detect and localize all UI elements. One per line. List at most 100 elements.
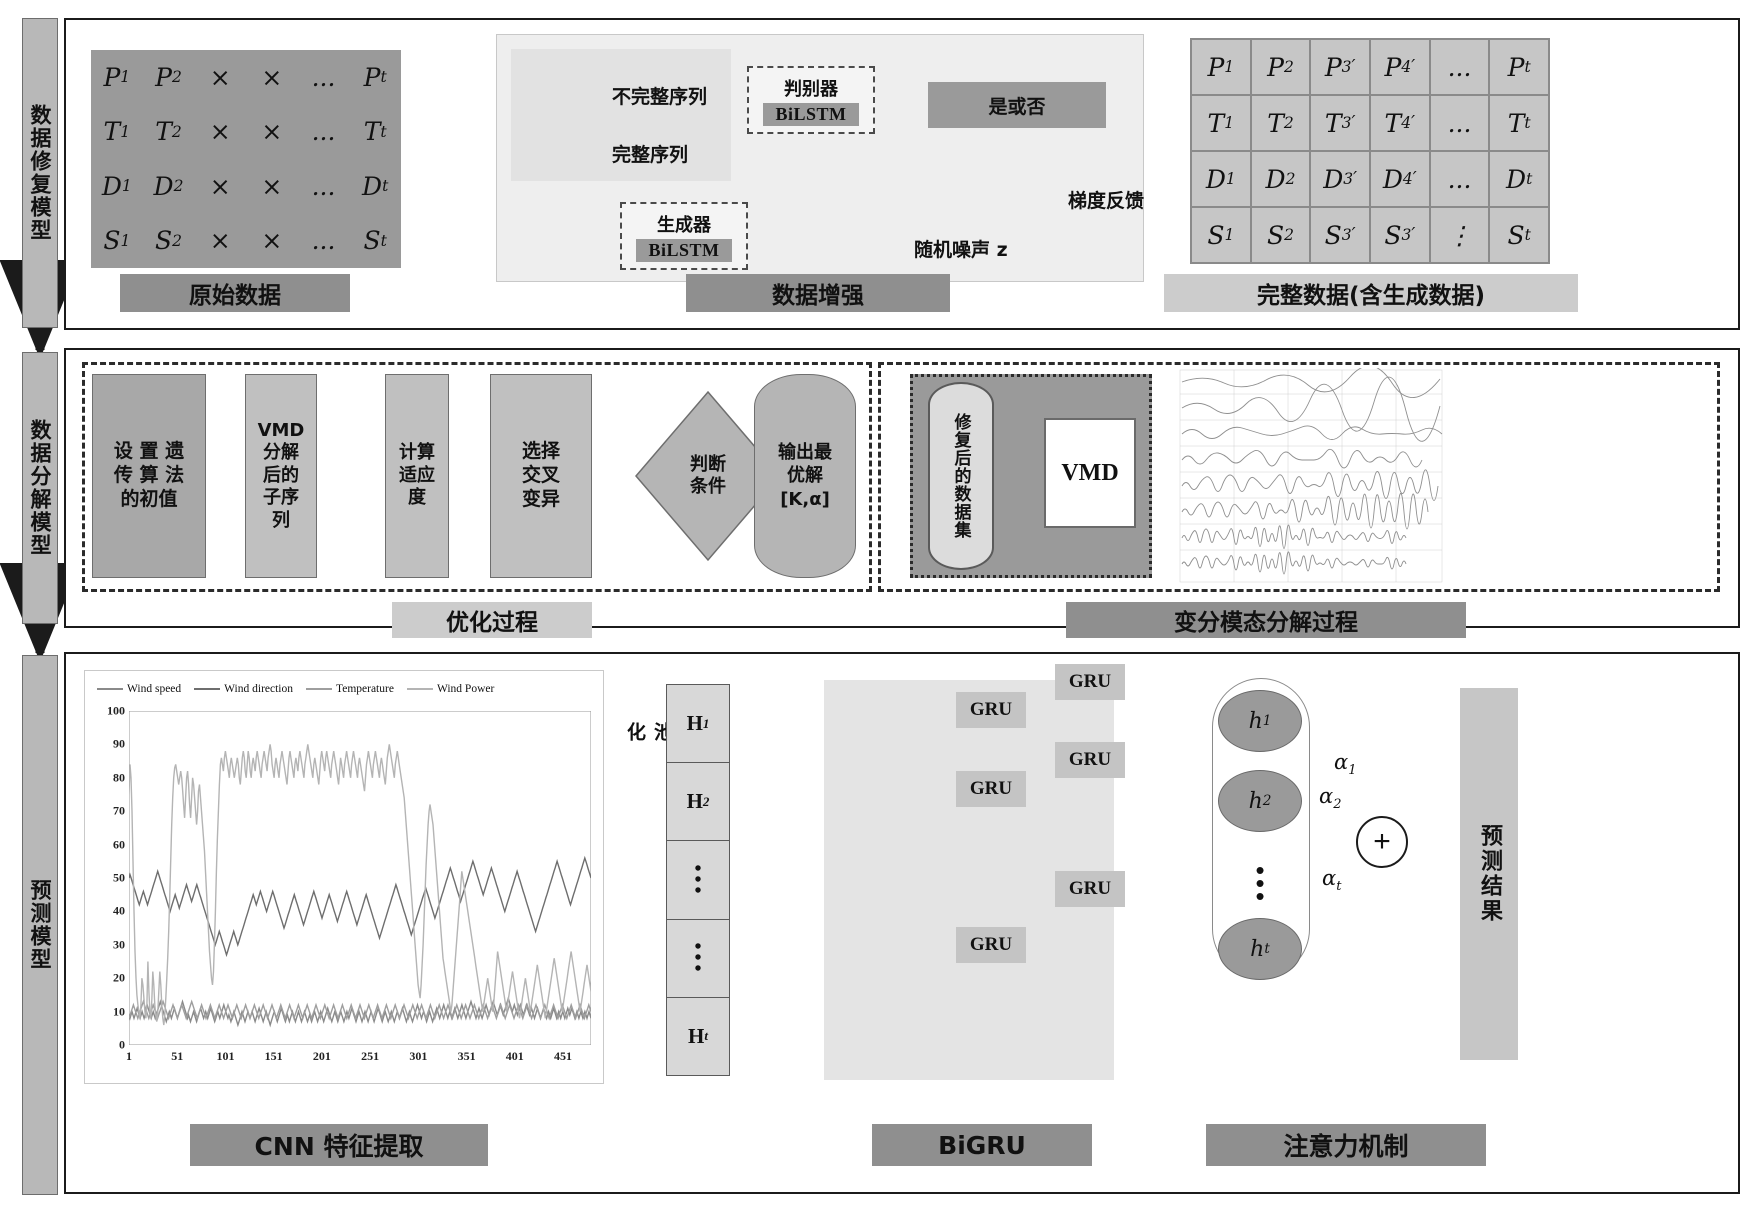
legend-swatch [306,687,332,691]
chart-ytick: 60 [113,837,125,852]
rail-data-repair: 数据修复模型 [22,18,58,328]
generator-block[interactable]: 生成器 BiLSTM [620,202,748,270]
flow-box-ga-init[interactable]: 设 置 遗 传 算 法 的初值 [92,374,206,578]
chart-xtick: 201 [312,1049,331,1063]
matrix-cell: × [209,62,231,92]
chart-plot-area [129,711,591,1045]
legend-item: Wind Power [406,683,494,695]
flow-box-fitness-text: 计算 适应 度 [399,442,435,509]
chart-series-line [129,744,591,1026]
matrix-cell: ... [311,117,336,147]
flow-box-vmd-subseq[interactable]: VMD 分解 后的 子序 列 [245,374,317,578]
chart-xtick: 401 [505,1049,524,1063]
generator-model: BiLSTM [636,238,732,262]
gru-cell-bt-label: GRU [1068,878,1112,899]
chart-svg [129,711,591,1045]
caption-data-augmentation-text: 数据增强 [772,283,864,309]
caption-cnn-text: CNN 特征提取 [254,1132,424,1161]
optimal-solution-block[interactable]: 输出最 优解 [K,α] [754,374,856,578]
gru-cell-f1[interactable]: GRU [956,692,1026,728]
chart-xtick: 451 [554,1049,573,1063]
chart-xtick: 101 [216,1049,235,1063]
vmd-box[interactable]: VMD [1044,418,1136,528]
section-data-decomposition: 设 置 遗 传 算 法 的初值 VMD 分解 后的 子序 列 计算 适应 度 选… [64,348,1740,638]
chart-ytick: 80 [113,770,125,785]
attention-weight-alphat: αt [1322,866,1342,895]
sequence-input-zone [511,49,731,181]
caption-bigru-text: BiGRU [938,1130,1026,1160]
attention-sum-node: + [1356,816,1408,868]
optimal-solution-text: 输出最 优解 [K,α] [778,441,832,510]
matrix-cell: ... [1429,39,1490,95]
chart-ytick: 0 [119,1037,125,1052]
gru-cell-b1[interactable]: GRU [1055,664,1125,700]
decision-condition-diamond[interactable]: 判断 条件 [634,390,782,562]
feature-map-cell: ••• [667,841,729,920]
chart-xtick: 251 [361,1049,380,1063]
gru-cell-bt[interactable]: GRU [1055,871,1125,907]
matrix-cell: × [261,226,283,256]
flow-box-crossover-mutation[interactable]: 选择 交叉 变异 [490,374,592,578]
chart-ytick: 20 [113,970,125,985]
matrix-cell: ... [1429,95,1490,151]
chart-ytick: 50 [113,870,125,885]
discriminator-model: BiLSTM [763,102,859,126]
yes-or-no-block: 是或否 [928,82,1106,128]
matrix-cell: × [209,171,231,201]
chart-ytick: 70 [113,803,125,818]
caption-full-data: 完整数据(含生成数据) [1164,274,1578,312]
random-noise-label: 随机噪声 z [914,239,1008,261]
chart-ytick: 10 [113,1004,125,1019]
flow-box-fitness[interactable]: 计算 适应 度 [385,374,449,578]
caption-raw-data: 原始数据 [120,274,350,312]
gru-cell-ft[interactable]: GRU [956,927,1026,963]
gru-cell-b2-label: GRU [1068,749,1112,770]
caption-attention-text: 注意力机制 [1283,1132,1409,1161]
chart-ytick: 30 [113,937,125,952]
discriminator-block[interactable]: 判别器 BiLSTM [747,66,875,134]
matrix-cell: × [209,226,231,256]
matrix-cell: × [261,62,283,92]
chart-xtick: 151 [264,1049,283,1063]
decision-condition-text: 判断 条件 [690,454,726,497]
gru-cell-f2-label: GRU [969,778,1013,799]
rail-data-decomposition: 数据分解模型 [22,352,58,624]
caption-vmd-process-text: 变分模态分解过程 [1174,610,1358,636]
matrix-cell: × [209,117,231,147]
complete-sequence-label: 完整序列 [612,144,689,166]
prediction-result-label: 预测结果 [1477,824,1502,924]
gru-cell-b1-label: GRU [1068,671,1112,692]
matrix-cell: × [261,117,283,147]
chart-ytick: 100 [107,703,125,718]
feature-map-cell: ••• [667,920,729,998]
gru-cell-b2[interactable]: GRU [1055,742,1125,778]
legend-item: Temperature [306,683,394,695]
vmd-box-label: VMD [1061,459,1119,486]
gru-cell-f2[interactable]: GRU [956,771,1026,807]
caption-raw-data-text: 原始数据 [189,283,281,309]
